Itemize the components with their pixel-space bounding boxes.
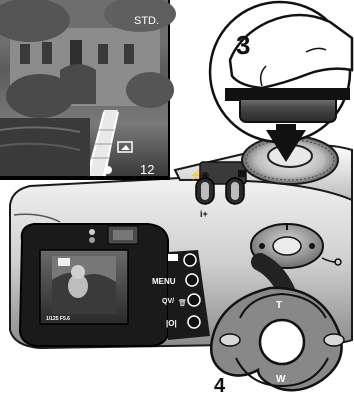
qv-label: QV/ xyxy=(162,298,174,305)
focus-signal-icon xyxy=(104,166,112,174)
zoom-center xyxy=(260,320,304,364)
wide-label: W xyxy=(276,374,286,385)
svg-text:⚡◉: ⚡◉ xyxy=(190,169,209,181)
svg-text:i+: i+ xyxy=(200,209,208,219)
tele-label: T xyxy=(276,300,282,311)
viewfinder-inset-photo: STD. 12 xyxy=(0,0,176,180)
display-label: |O| xyxy=(166,319,177,328)
image-mode-label: STD. xyxy=(134,15,159,27)
frame-counter: 12 xyxy=(140,162,154,177)
step-label-4: 4 xyxy=(214,375,226,395)
shutter-press-callout: 3 xyxy=(210,2,352,162)
step-label-3: 3 xyxy=(236,30,250,60)
lcd-status-text: 1/125 F5.6 xyxy=(46,316,70,322)
menu-label: MENU xyxy=(152,277,176,286)
lcd-monitor: 1/125 F5.6 xyxy=(20,224,168,346)
trash-icon: 🗑 xyxy=(178,298,187,307)
